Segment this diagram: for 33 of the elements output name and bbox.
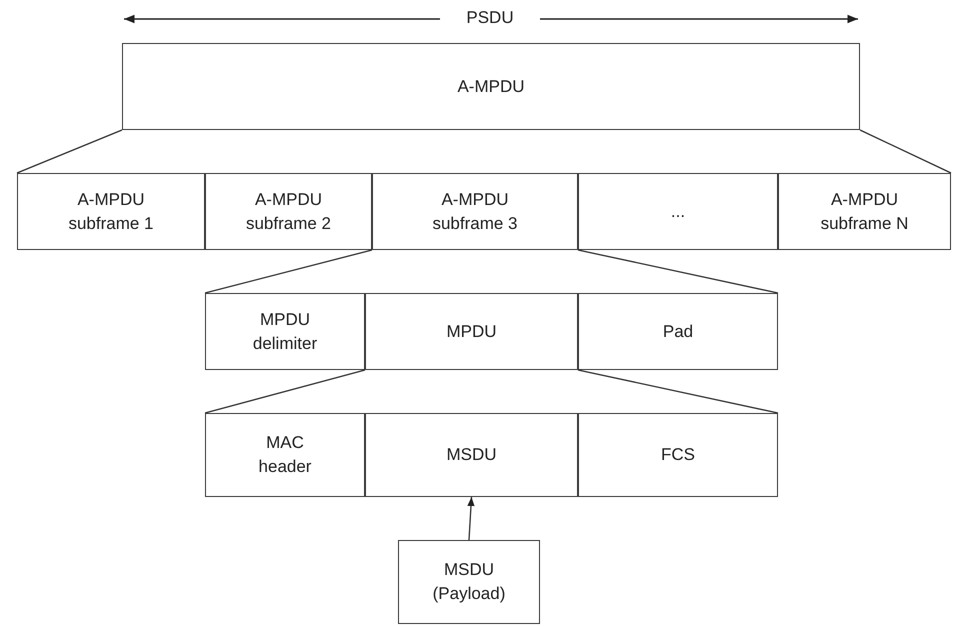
frame-field <box>205 413 365 497</box>
field-label: MPDU <box>446 320 497 343</box>
frame-field <box>578 173 778 250</box>
frame-field <box>17 173 205 250</box>
field-label: MSDU (Payload) <box>432 559 506 605</box>
frame-field <box>372 173 578 250</box>
field-label: Pad <box>662 320 694 343</box>
frame-field <box>398 540 540 624</box>
field-label: A-MPDU subframe N <box>820 188 910 234</box>
expansion-line <box>860 129 952 174</box>
field-label: A-MPDU subframe 3 <box>431 188 519 234</box>
frame-field <box>578 413 778 497</box>
field-label: ... <box>670 200 686 223</box>
field-label: FCS <box>661 444 695 466</box>
expansion-line <box>578 369 778 414</box>
field-label: A-MPDU subframe 2 <box>244 188 332 234</box>
frame-field <box>578 293 778 370</box>
frame-field <box>122 43 860 130</box>
expansion-line <box>578 249 778 294</box>
frame-field <box>205 293 365 370</box>
field-label: A-MPDU <box>457 76 525 98</box>
frame-field <box>365 413 578 497</box>
arrow <box>467 496 475 540</box>
field-label: MPDU delimiter <box>252 308 318 354</box>
field-label: MAC header <box>258 432 312 478</box>
field-label: MSDU <box>446 444 497 466</box>
frame-field <box>778 173 951 250</box>
expansion-line <box>16 129 122 174</box>
frame-field <box>365 293 578 370</box>
expansion-line <box>204 249 372 294</box>
field-label: A-MPDU subframe 1 <box>67 188 155 234</box>
frame-field <box>205 173 372 250</box>
expansion-line <box>204 369 366 414</box>
